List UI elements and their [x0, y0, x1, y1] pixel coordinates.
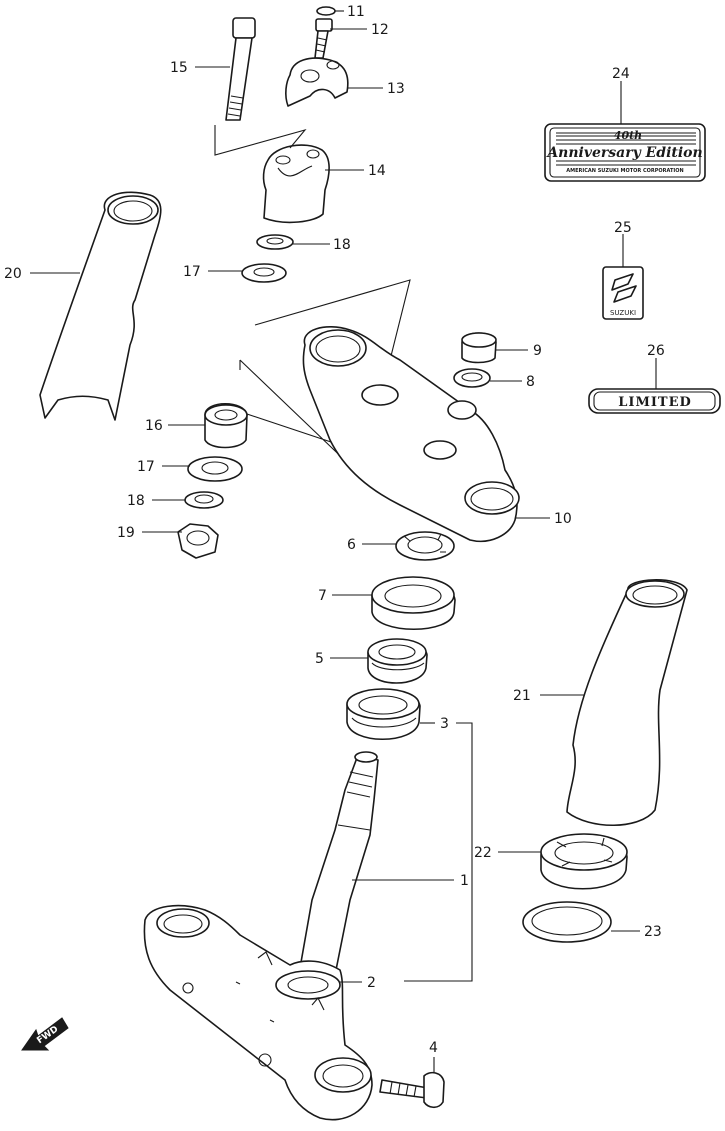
part-5-bearing-upper: [367, 638, 428, 684]
part-9-cap-nut: [461, 332, 497, 364]
callout-11: 11: [347, 4, 365, 20]
callout-7: 7: [318, 588, 327, 604]
part-4-bolt: [379, 1071, 445, 1109]
callout-3: 3: [440, 716, 449, 732]
callout-23: 23: [644, 924, 662, 940]
fwd-arrow-icon: FWD: [21, 1017, 69, 1051]
part-18-washer-upper: [256, 234, 294, 250]
part-12-bolt: [314, 18, 333, 59]
callout-12: 12: [371, 22, 389, 38]
part-1-steering-stem: [143, 751, 379, 1121]
callout-10: 10: [554, 511, 572, 527]
callout-9: 9: [533, 343, 542, 359]
callout-20: 20: [4, 266, 22, 282]
callout-4: 4: [429, 1040, 438, 1056]
emblem-text-anniversary: Anniversary Edition: [545, 145, 702, 161]
part-6-steering-nut: [395, 531, 455, 561]
callout-8: 8: [526, 374, 535, 390]
callout-5: 5: [315, 651, 324, 667]
part-21-fork-cover-right: [566, 579, 688, 827]
callout-17a: 17: [183, 264, 201, 280]
callout-15: 15: [170, 60, 188, 76]
callout-17b: 17: [137, 459, 155, 475]
callout-26: 26: [647, 343, 665, 359]
callout-25: 25: [614, 220, 632, 236]
part-10-upper-bracket: [302, 326, 520, 542]
badge-text-limited: LIMITED: [618, 395, 692, 410]
callout-labels: 11 12 13 14 15 18 17 20 9 8 10 16 17 18 …: [4, 4, 665, 1056]
badge-text-suzuki: SUZUKI: [610, 309, 636, 317]
callout-19: 19: [117, 525, 135, 541]
part-26-limited-badge: LIMITED: [588, 388, 721, 414]
part-25-suzuki-badge: SUZUKI: [602, 266, 644, 320]
callout-18b: 18: [127, 493, 145, 509]
callout-14: 14: [368, 163, 386, 179]
leader-lines: [30, 10, 657, 1072]
callout-13: 13: [387, 81, 405, 97]
emblem-text-40th: 40th: [614, 129, 642, 142]
part-14-handlebar-holder: [262, 144, 330, 224]
part-3-bearing-lower: [346, 688, 421, 740]
part-22-ring-nut: [540, 833, 628, 890]
part-15-bolt: [225, 17, 256, 121]
part-7-dust-seal: [371, 576, 456, 631]
emblem-text-corp: AMERICAN SUZUKI MOTOR CORPORATION: [566, 168, 683, 174]
callout-16: 16: [145, 418, 163, 434]
callout-2: 2: [367, 975, 376, 991]
callout-22: 22: [474, 845, 492, 861]
callout-18a: 18: [333, 237, 351, 253]
callout-21: 21: [513, 688, 531, 704]
part-19-nut: [177, 523, 219, 559]
part-8-washer: [453, 368, 491, 388]
part-16-bush: [204, 403, 248, 449]
callout-6: 6: [347, 537, 356, 553]
part-17-washer-upper: [241, 263, 287, 283]
part-13-clamp-cap: [285, 57, 349, 107]
part-20-fork-cover-left: [39, 191, 162, 421]
part-11-cap: [316, 6, 336, 16]
part-18-washer-lower: [184, 491, 224, 509]
callout-24: 24: [612, 66, 630, 82]
part-24-anniversary-emblem: 40th Anniversary Edition AMERICAN SUZUKI…: [544, 123, 706, 182]
part-17-washer-lower: [187, 456, 243, 482]
callout-1: 1: [460, 873, 469, 889]
part-23-washer: [522, 901, 612, 943]
